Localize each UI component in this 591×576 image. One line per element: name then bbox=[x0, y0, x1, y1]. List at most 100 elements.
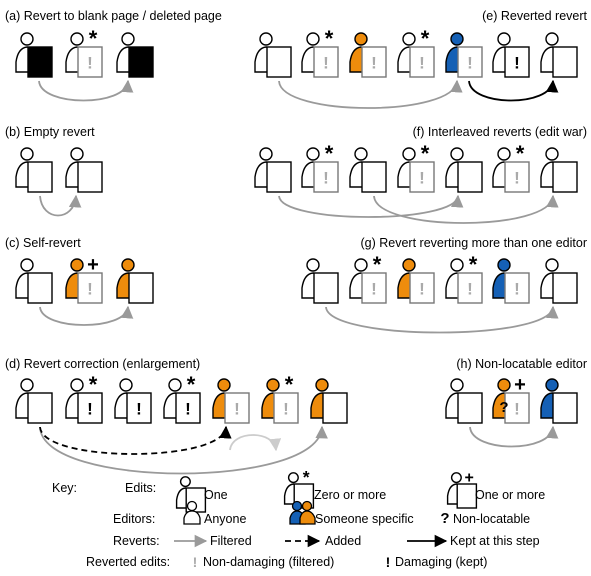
panel-a-title: (a) Revert to blank page / deleted page bbox=[5, 9, 222, 23]
key-anyone-person-icon bbox=[183, 500, 201, 525]
damaging-mark: ! bbox=[514, 54, 520, 73]
one-or-more-mark: + bbox=[465, 469, 474, 486]
non-damaging-mark: ! bbox=[234, 400, 240, 419]
key-nonlocatable-icon: ? bbox=[440, 510, 449, 527]
edit-d1 bbox=[15, 378, 53, 424]
key-reverts-filtered: Filtered bbox=[210, 534, 252, 548]
edit-c1 bbox=[15, 258, 53, 304]
edit-a3 bbox=[116, 32, 154, 78]
key-editors-nonloc: Non-locatable bbox=[453, 512, 531, 526]
non-locatable-mark: ? bbox=[499, 399, 508, 416]
edit-glyphs-layer: !*!+!*!!*!!*!*!!*!!!*!*!*!*!!*!!?+*+?!! bbox=[15, 26, 578, 570]
revert-arrow-f1 bbox=[278, 194, 464, 218]
key-reverts-kept: Kept at this step bbox=[450, 534, 540, 548]
key-editors-anyone: Anyone bbox=[204, 512, 247, 526]
key-edits-onemore-glyph: + bbox=[446, 469, 478, 509]
revert-arrow-e-kept bbox=[468, 79, 559, 102]
edit-e7 bbox=[540, 32, 578, 78]
revert-arrow-f2 bbox=[373, 194, 559, 224]
zero-or-more-mark: * bbox=[421, 26, 430, 51]
edit-f1 bbox=[254, 147, 292, 193]
zero-or-more-mark: * bbox=[421, 141, 430, 166]
key-nondamaging-mark: ! bbox=[193, 554, 198, 570]
non-damaging-mark: ! bbox=[87, 54, 93, 73]
edit-e3: ! bbox=[349, 32, 387, 78]
edit-g6 bbox=[540, 258, 578, 304]
revert-arrow-d-added bbox=[39, 425, 232, 455]
edit-g4: !* bbox=[445, 252, 483, 304]
revert-arrow-d-light bbox=[229, 434, 282, 452]
key-editors-label: Editors: bbox=[113, 512, 156, 526]
zero-or-more-mark: * bbox=[325, 26, 334, 51]
edit-f7 bbox=[540, 147, 578, 193]
key-edits-one: One bbox=[204, 488, 228, 502]
revert-arrow-g bbox=[325, 305, 559, 334]
key-reverts-label: Reverts: bbox=[113, 534, 160, 548]
edit-f5 bbox=[445, 147, 483, 193]
key-reverted-label: Reverted edits: bbox=[86, 555, 171, 569]
edit-e1 bbox=[254, 32, 292, 78]
zero-or-more-mark: * bbox=[469, 252, 478, 277]
non-damaging-mark: ! bbox=[371, 280, 377, 299]
edit-d6: !* bbox=[261, 372, 299, 424]
non-damaging-mark: ! bbox=[419, 169, 425, 188]
non-damaging-mark: ! bbox=[371, 54, 377, 73]
edit-h2: !? + bbox=[492, 374, 530, 424]
edit-g5: ! bbox=[492, 258, 530, 304]
edit-d3: ! bbox=[114, 378, 152, 424]
edit-e2: !* bbox=[301, 26, 339, 78]
zero-or-more-mark: * bbox=[89, 372, 98, 397]
key-edits-label: Edits: bbox=[125, 481, 157, 495]
zero-or-more-mark: * bbox=[187, 372, 196, 397]
edit-f2: !* bbox=[301, 141, 339, 193]
key-reverted-damaging: Damaging (kept) bbox=[395, 555, 488, 569]
edit-c3 bbox=[116, 258, 154, 304]
zero-or-more-mark: * bbox=[303, 467, 310, 487]
edit-g2: !* bbox=[349, 252, 387, 304]
non-damaging-mark: ! bbox=[87, 280, 93, 299]
non-damaging-mark: ! bbox=[419, 54, 425, 73]
non-damaging-mark: ! bbox=[467, 54, 473, 73]
edit-e4: !* bbox=[397, 26, 435, 78]
revert-arrows-layer bbox=[38, 79, 559, 548]
key-reverts-added: Added bbox=[325, 534, 362, 548]
edit-d4: !* bbox=[163, 372, 201, 424]
revert-arrow-a bbox=[38, 79, 134, 102]
revert-arrow-c bbox=[39, 305, 134, 326]
damaging-mark: ! bbox=[87, 400, 93, 419]
edit-c2: !+ bbox=[65, 254, 103, 304]
non-damaging-mark: ! bbox=[323, 169, 329, 188]
panel-d-title: (d) Revert correction (enlargement) bbox=[5, 357, 201, 371]
panel-e-title: (e) Reverted revert bbox=[482, 9, 587, 23]
key-edits-zero: Zero or more bbox=[314, 488, 387, 502]
edit-f6: !* bbox=[492, 141, 530, 193]
one-or-more-mark: + bbox=[514, 374, 526, 396]
zero-or-more-mark: * bbox=[89, 26, 98, 51]
edit-e6: ! bbox=[492, 32, 530, 78]
non-damaging-mark: ! bbox=[323, 54, 329, 73]
damaging-mark: ! bbox=[185, 400, 191, 419]
edit-d5: ! bbox=[212, 378, 250, 424]
edit-b2 bbox=[65, 147, 103, 193]
revert-arrow-h bbox=[469, 425, 559, 448]
edit-g3: ! bbox=[397, 258, 435, 304]
panel-g-title: (g) Revert reverting more than one edito… bbox=[360, 236, 588, 250]
damaging-mark: ! bbox=[136, 400, 142, 419]
edit-h3 bbox=[540, 378, 578, 424]
edit-g1 bbox=[301, 258, 339, 304]
panel-b-title: (b) Empty revert bbox=[5, 125, 95, 139]
zero-or-more-mark: * bbox=[285, 372, 294, 397]
non-damaging-mark: ! bbox=[514, 169, 520, 188]
non-damaging-mark: ! bbox=[514, 400, 520, 419]
panel-c-title: (c) Self-revert bbox=[5, 236, 81, 250]
edit-f4: !* bbox=[397, 141, 435, 193]
zero-or-more-mark: * bbox=[325, 141, 334, 166]
key-edits-onemore: One or more bbox=[475, 488, 546, 502]
edit-d2: !* bbox=[65, 372, 103, 424]
non-damaging-mark: ! bbox=[514, 280, 520, 299]
key-specific-person-icon bbox=[289, 500, 316, 525]
edit-h1 bbox=[445, 378, 483, 424]
zero-or-more-mark: * bbox=[516, 141, 525, 166]
key-damaging-mark: ! bbox=[386, 554, 391, 570]
